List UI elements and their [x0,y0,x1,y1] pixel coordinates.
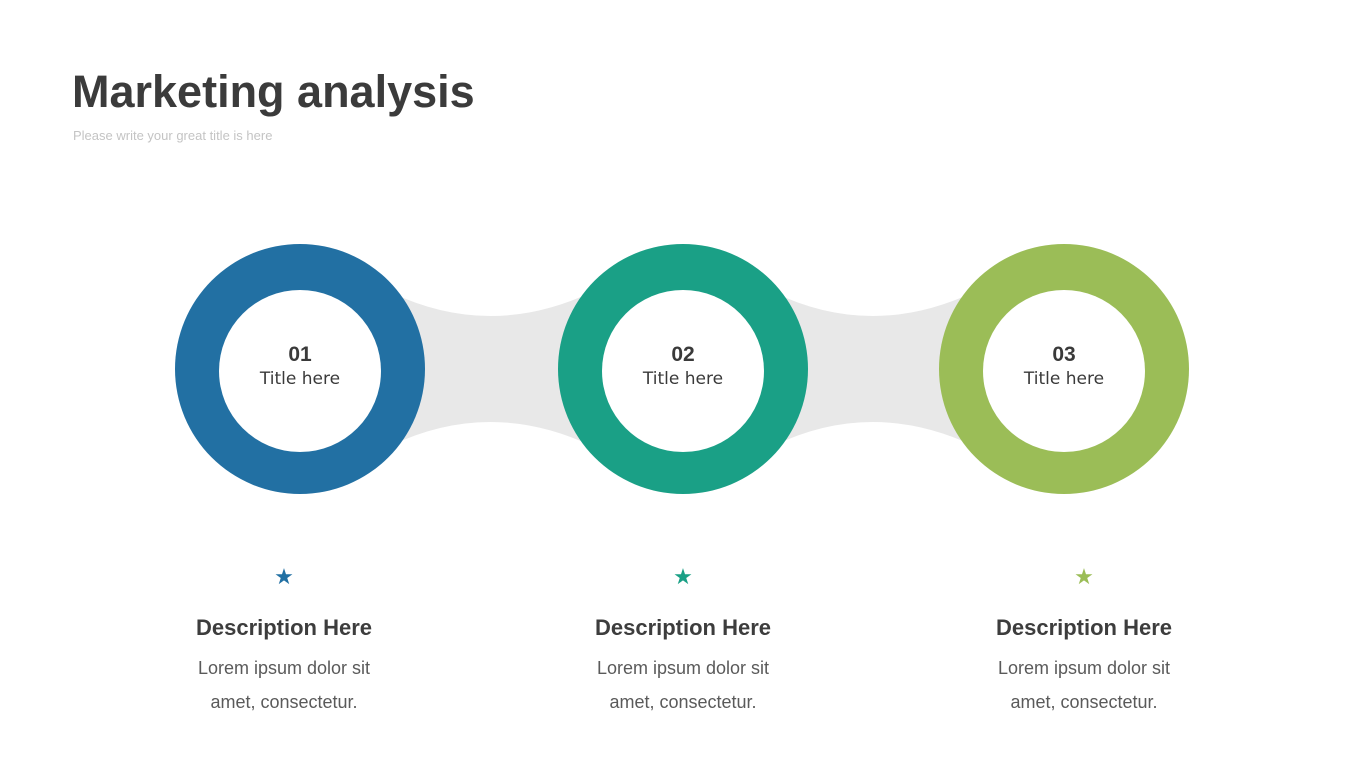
description-line: amet, consectetur. [1010,692,1158,712]
step-inner-1 [219,290,381,452]
star-icon: ★ [673,564,693,589]
description-heading: Description Here [995,615,1173,640]
step-label-3: 03 Title here [984,343,1144,389]
description-line: amet, consectetur. [210,692,358,712]
step-label-1: 01 Title here [220,343,380,389]
description-block-2: ★ Description Here Lorem ipsum dolor sit… [533,565,833,719]
step-number: 02 [671,343,695,366]
step-title: Title here [1023,369,1105,389]
step-inner-2 [602,290,764,452]
step-title: Title here [259,369,341,389]
step-label-2: 02 Title here [603,343,763,389]
description-line: Lorem ipsum dolor sit [197,658,371,678]
description-line: amet, consectetur. [609,692,757,712]
description-block-3: ★ Description Here Lorem ipsum dolor sit… [934,565,1234,719]
description-line: Lorem ipsum dolor sit [997,658,1171,678]
step-number: 03 [1052,343,1076,366]
star-icon: ★ [274,564,294,589]
description-block-1: ★ Description Here Lorem ipsum dolor sit… [134,565,434,719]
step-number: 01 [288,343,312,366]
star-icon: ★ [1074,564,1094,589]
connector-2-3 [773,292,974,446]
step-inner-3 [983,290,1145,452]
description-heading: Description Here [594,615,772,640]
description-heading: Description Here [195,615,373,640]
page-subtitle: Please write your great title is here [73,128,273,143]
description-line: Lorem ipsum dolor sit [596,658,770,678]
step-title: Title here [642,369,724,389]
connector-1-2 [390,292,592,446]
page-title: Marketing analysis [72,66,475,117]
